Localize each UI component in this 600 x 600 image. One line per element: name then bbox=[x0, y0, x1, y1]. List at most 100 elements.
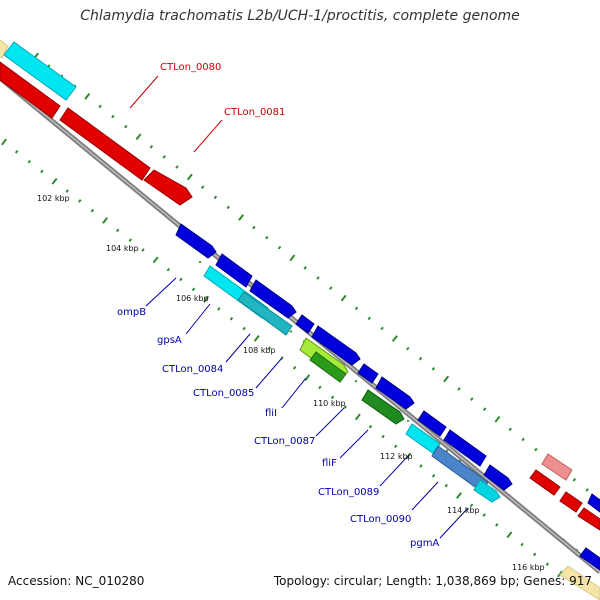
gene-red-right-1 bbox=[529, 469, 561, 496]
tick-mark bbox=[445, 449, 449, 453]
tick-mark bbox=[289, 254, 296, 262]
tick-mark bbox=[406, 346, 410, 351]
tick-mark bbox=[90, 208, 95, 213]
scale-label-104: 104 kbp bbox=[106, 244, 139, 253]
gene-pink bbox=[541, 453, 573, 481]
tick-mark bbox=[78, 199, 82, 203]
label-pgma[interactable]: pgmA bbox=[410, 538, 439, 549]
tick-mark bbox=[186, 173, 193, 181]
tick-mark bbox=[318, 385, 322, 390]
label-ctlon-0085[interactable]: CTLon_0085 bbox=[193, 388, 254, 399]
tick-mark bbox=[457, 387, 461, 391]
label-gpsa[interactable]: gpsA bbox=[157, 335, 182, 346]
scale-label-108: 108 kbp bbox=[243, 346, 276, 355]
tick-mark bbox=[277, 245, 282, 250]
tick-mark bbox=[51, 177, 58, 185]
tick-mark bbox=[381, 434, 385, 439]
gene-red-right-2 bbox=[559, 491, 583, 513]
tick-mark bbox=[506, 531, 513, 539]
scale-labels: 102 kbp 104 kbp 106 kbp 108 kbp 110 kbp … bbox=[37, 194, 545, 572]
gene-yellow-top bbox=[0, 39, 9, 59]
label-flii[interactable]: fliI bbox=[265, 408, 277, 419]
tick-mark bbox=[380, 326, 384, 331]
tick-mark bbox=[179, 277, 183, 282]
tick-mark bbox=[431, 473, 436, 478]
tick-mark bbox=[444, 483, 448, 488]
tick-mark bbox=[394, 444, 398, 449]
tick-mark bbox=[128, 238, 133, 243]
gene-cyan-top bbox=[3, 41, 77, 101]
inner-tick-row bbox=[1, 138, 563, 578]
gene-blue-9 bbox=[443, 429, 487, 467]
tick-mark bbox=[405, 452, 412, 460]
gene-ctlon-0081 bbox=[143, 169, 193, 206]
tick-mark bbox=[27, 159, 31, 164]
tick-mark bbox=[238, 214, 245, 221]
tick-mark bbox=[368, 424, 373, 429]
tick-mark bbox=[572, 477, 577, 482]
gene-blue-right bbox=[587, 493, 600, 513]
tick-mark bbox=[354, 306, 359, 311]
tick-mark bbox=[431, 366, 436, 371]
label-ompb[interactable]: ompB bbox=[117, 307, 146, 318]
tick-mark bbox=[200, 185, 205, 190]
tick-mark bbox=[482, 513, 486, 517]
scale-label-114: 114 kbp bbox=[447, 506, 480, 515]
tick-mark bbox=[354, 379, 358, 383]
tick-mark bbox=[14, 149, 19, 154]
tick-mark bbox=[456, 492, 462, 499]
gene-labels: CTLon_0080 CTLon_0081 ompB gpsA CTLon_00… bbox=[117, 62, 439, 549]
label-ctlon-0081[interactable]: CTLon_0081 bbox=[224, 107, 285, 118]
label-flif[interactable]: fliF bbox=[322, 458, 337, 469]
tick-mark bbox=[343, 405, 347, 409]
gene-ctlon-0087 bbox=[361, 389, 405, 425]
tick-mark bbox=[98, 104, 102, 109]
tick-mark bbox=[40, 169, 44, 174]
tick-mark bbox=[419, 464, 423, 468]
scale-label-106: 106 kbp bbox=[176, 294, 209, 303]
tick-mark bbox=[141, 248, 145, 252]
scale-label-112: 112 kbp bbox=[380, 452, 413, 461]
tick-mark bbox=[470, 397, 474, 401]
label-ctlon-0080[interactable]: CTLon_0080 bbox=[160, 62, 221, 73]
tick-mark bbox=[494, 415, 501, 423]
gene-blue-4 bbox=[295, 314, 315, 334]
tick-mark bbox=[217, 307, 221, 311]
tick-mark bbox=[304, 374, 311, 382]
tick-mark bbox=[391, 335, 398, 342]
tick-mark bbox=[124, 124, 128, 129]
gene-blue-5 bbox=[311, 325, 361, 366]
tick-mark bbox=[191, 287, 196, 292]
label-ctlon-0090[interactable]: CTLon_0090 bbox=[350, 514, 411, 525]
tick-mark bbox=[534, 447, 538, 452]
gene-yellow-bottom bbox=[559, 565, 600, 600]
tick-mark bbox=[316, 276, 320, 280]
gene-ctlon-0080 bbox=[0, 61, 61, 119]
tick-mark bbox=[203, 295, 210, 303]
tick-mark bbox=[152, 256, 159, 264]
tick-mark bbox=[198, 260, 202, 264]
genome-title: Chlamydia trachomatis L2b/UCH-1/proctiti… bbox=[80, 8, 520, 24]
gene-blue-8 bbox=[417, 410, 447, 437]
tick-mark bbox=[116, 228, 120, 233]
tick-mark bbox=[340, 294, 347, 302]
tick-mark bbox=[545, 562, 550, 567]
scale-label-116: 116 kbp bbox=[512, 563, 545, 572]
tick-mark bbox=[267, 346, 272, 351]
tick-mark bbox=[367, 316, 371, 321]
tick-mark bbox=[406, 419, 410, 423]
tick-mark bbox=[242, 326, 246, 331]
gene-blue-7 bbox=[375, 376, 415, 410]
tick-mark bbox=[330, 395, 335, 400]
gene-ctlon-0084 bbox=[237, 291, 293, 336]
label-ctlon-0087[interactable]: CTLon_0087 bbox=[254, 436, 315, 447]
tick-mark bbox=[175, 165, 179, 169]
tick-mark bbox=[226, 205, 230, 210]
label-ctlon-0084[interactable]: CTLon_0084 bbox=[162, 364, 223, 375]
gene-blue-10 bbox=[483, 464, 513, 491]
tick-mark bbox=[135, 133, 142, 141]
label-ctlon-0089[interactable]: CTLon_0089 bbox=[318, 487, 379, 498]
tick-mark bbox=[65, 189, 69, 193]
scale-label-110: 110 kbp bbox=[313, 399, 346, 408]
